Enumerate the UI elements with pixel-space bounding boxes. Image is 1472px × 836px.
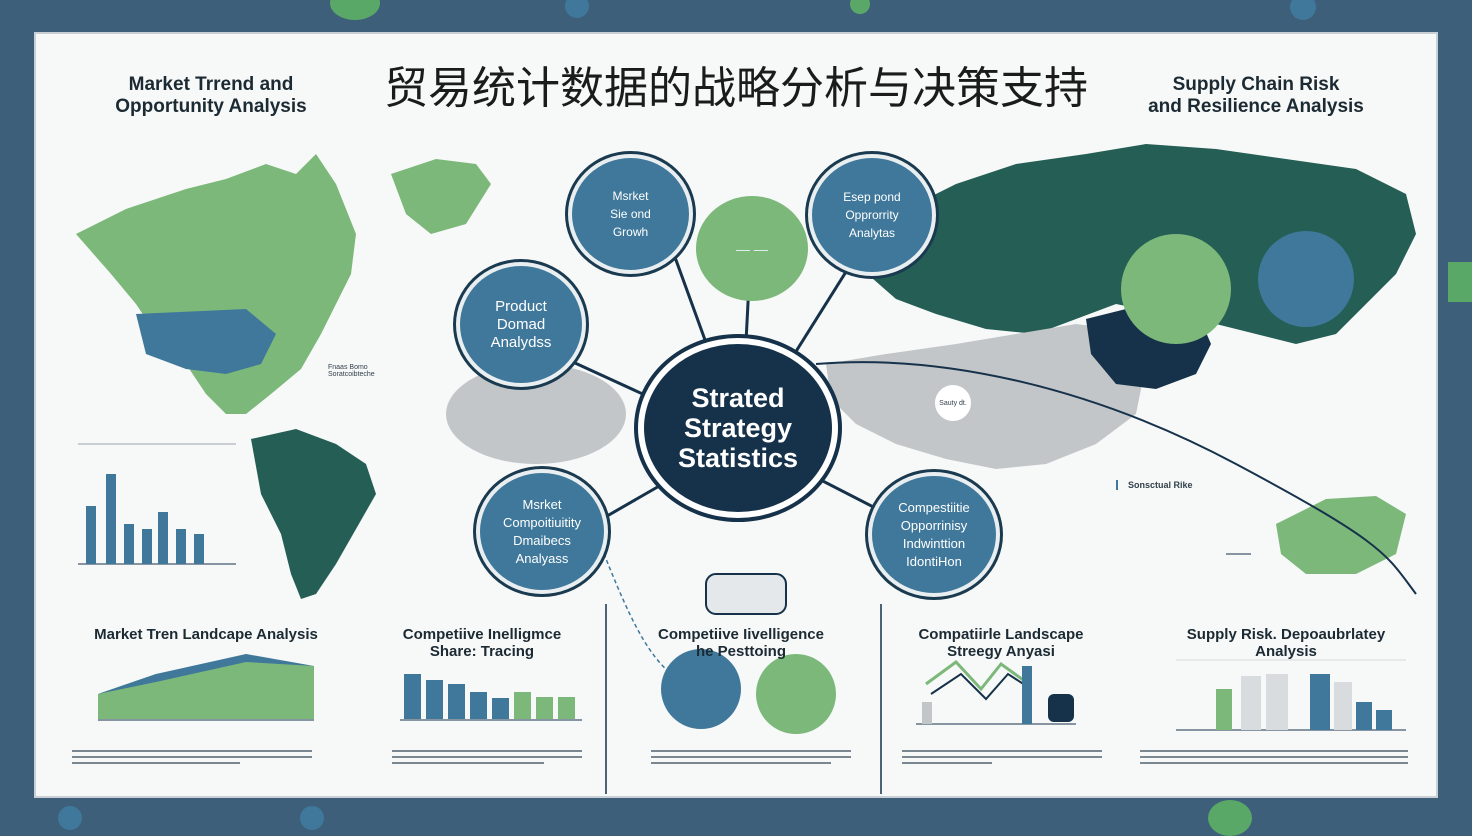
panel2-title: Competiive Inelligmce Share: Tracing [402, 626, 562, 660]
node-opportunity[interactable]: Esep pond Opprorrity Analytas [808, 154, 936, 276]
border-dot-decor [850, 0, 870, 14]
bar [492, 698, 509, 719]
node-label: Msrket Sie ond Growh [610, 189, 651, 239]
border-dot-decor [58, 806, 82, 830]
australia-map [1276, 496, 1406, 574]
bar [448, 684, 465, 719]
area-series-green [98, 659, 314, 719]
panel5-bar-chart [1176, 659, 1406, 731]
panel3-blue-bubble [661, 649, 741, 729]
panel3-center-device [705, 573, 787, 615]
bar [426, 680, 443, 719]
greenland-shape [391, 159, 491, 234]
bar [1241, 676, 1261, 730]
panel2-caption-lines [392, 746, 582, 768]
bar [1048, 694, 1074, 722]
right-corner-title: Supply Chain Risk and Resilience Analysi… [1148, 74, 1364, 117]
bar [124, 524, 134, 564]
node-label: Esep pond Opprorrity Analytas [843, 190, 901, 240]
bar [404, 674, 421, 719]
line-series-green [925, 659, 1027, 692]
border-dot-decor [300, 806, 324, 830]
center-strategy-node[interactable]: Strated Strategy Statistics [638, 338, 838, 518]
bar [1356, 702, 1372, 730]
panel2-bar-chart [400, 674, 582, 721]
supply-risk-label: Sonsctual Rike [1128, 480, 1193, 490]
bar [194, 534, 204, 564]
bar [922, 702, 932, 724]
panel4-title: Compatiirle Landscape Streegy Anyasi [918, 626, 1084, 660]
center-node-label: Strated Strategy Statistics [677, 383, 799, 473]
panel1-title: Market Tren Landcape Analysis [94, 626, 318, 643]
border-dot-decor [330, 0, 380, 20]
page-title: 贸易统计数据的战略分析与决策支持 [384, 63, 1088, 114]
gray-landmass [826, 324, 1146, 469]
gray-cloud-shape [446, 364, 626, 464]
north-america-map [76, 154, 356, 414]
infographic-canvas: 贸易统计数据的战略分析与决策支持 Market Trrend and Oppor… [34, 32, 1438, 798]
south-america-map [251, 429, 376, 599]
panel3-title: Competiive Iivelligence he Pesttoing [658, 626, 824, 660]
bar [1310, 674, 1330, 730]
bar [1022, 666, 1032, 724]
center-dot-marker[interactable]: Sauty dt. [934, 384, 972, 422]
bar [176, 529, 186, 564]
border-dot-decor [565, 0, 589, 18]
bar [1266, 674, 1288, 730]
node-market-competitivity[interactable]: Msrket Compoitiuitity Dmaibecs Analyass [476, 469, 608, 594]
panel1-caption-lines [72, 746, 312, 768]
panel3-caption-lines [651, 746, 851, 768]
node-competitive-identification[interactable]: Compestiitie Opporrinisy Indwinttion Ido… [868, 472, 1000, 597]
supply-risk-legend: Sonsctual Rike [1116, 480, 1193, 490]
bar [1216, 689, 1232, 730]
node-label: Msrket Compoitiuitity Dmaibecs Analyass [502, 496, 582, 566]
map-and-connector-layer [76, 144, 1417, 794]
node-product-demand[interactable]: Product Domad Analydss [456, 262, 586, 387]
panel4-line-chart [916, 659, 1076, 725]
na-map-label: Fnaas Bomo Soratcoibteche [328, 364, 375, 378]
bar [106, 474, 116, 564]
bar [470, 692, 487, 719]
node-label: Product Domad Analydss [490, 297, 552, 351]
bar [142, 529, 152, 564]
border-dot-decor [1290, 0, 1316, 20]
green-bubble-map [1121, 234, 1231, 344]
bar [86, 506, 96, 564]
bar [1376, 710, 1392, 730]
trade-route-line [815, 361, 1417, 595]
bar [536, 697, 553, 719]
border-dot-decor [1448, 262, 1472, 302]
line-series-navy [930, 672, 1032, 701]
north-america-dark [136, 309, 276, 374]
blue-bubble-map [1258, 231, 1354, 327]
node-green-center[interactable]: — — [696, 196, 808, 301]
left-corner-title: Market Trrend and Opportunity Analysis [115, 74, 307, 117]
node-label: Compestiitie Opporrinisy Indwinttion Ido… [898, 499, 970, 569]
bar [158, 512, 168, 564]
panel3-green-bubble [756, 654, 836, 734]
panel1-area-chart [98, 654, 314, 721]
border-dot-decor [1208, 800, 1252, 836]
left-bar-chart [78, 443, 236, 565]
center-dot-label: Sauty dt. [939, 399, 967, 407]
bar [1334, 682, 1352, 730]
panel5-caption-lines [1140, 746, 1408, 768]
panel5-title: Supply Risk. Depoaubrlatey Analysis [1186, 626, 1386, 660]
bar [514, 692, 531, 719]
node-market-size[interactable]: Msrket Sie ond Growh [568, 154, 693, 274]
bar [558, 697, 575, 719]
node-label: — — [736, 240, 768, 257]
panel4-caption-lines [902, 746, 1102, 768]
dashed-route [595, 533, 717, 695]
